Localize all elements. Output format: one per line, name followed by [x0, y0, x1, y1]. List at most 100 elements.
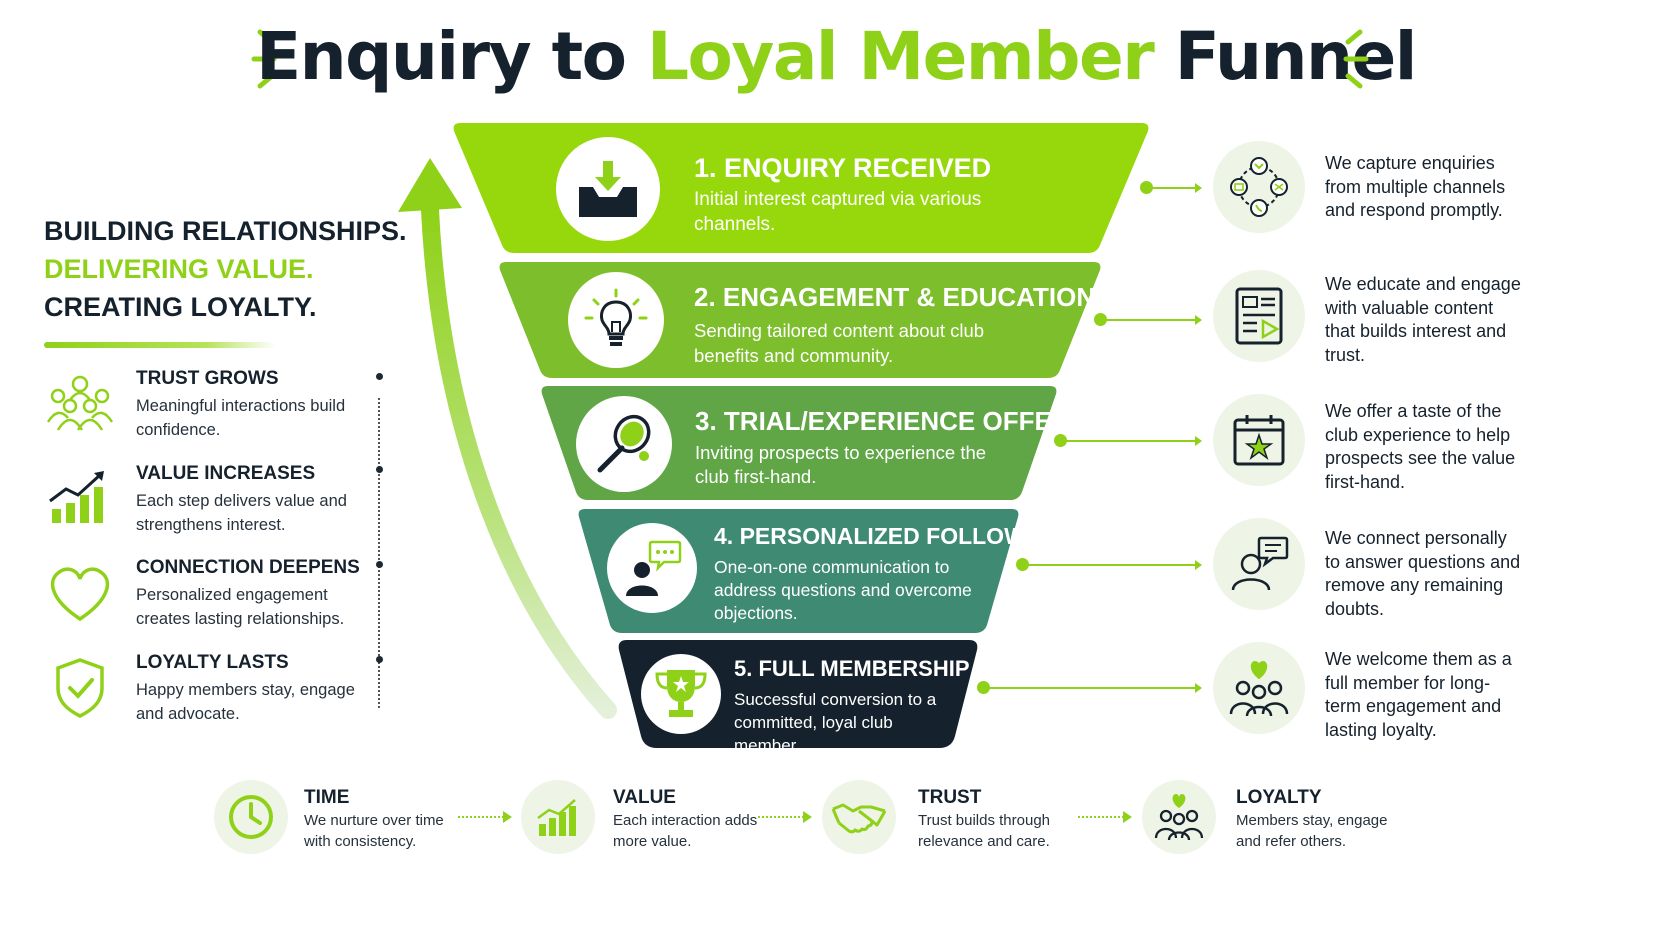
bottom-flow-arrow [1078, 811, 1132, 823]
stage-title: 2. ENGAGEMENT & EDUCATION [694, 282, 1096, 312]
tagline-line-2: DELIVERING VALUE. [44, 254, 314, 284]
connector-arrow-icon [1195, 183, 1202, 193]
title-part-1: Enquiry to [256, 18, 647, 95]
bottom-item-desc: Trust builds through relevance and care. [918, 812, 1051, 850]
connector-line [1022, 564, 1196, 566]
bottom-item-desc: We nurture over time with consistency. [304, 812, 444, 850]
connector-line [983, 687, 1196, 689]
stage-3-band [541, 386, 1057, 500]
connector-dot [376, 561, 383, 568]
funnel-stage-2: 2. ENGAGEMENT & EDUCATION Sending tailor… [498, 262, 1102, 378]
clock-icon [229, 795, 273, 839]
connector-arrow-icon [1195, 683, 1202, 693]
stage-desc: Successful conversion to a committed, lo… [734, 690, 937, 755]
right-note-text: We connect personally to answer question… [1325, 528, 1521, 619]
tagline-underline [44, 342, 276, 348]
right-icon-circle-1 [1213, 141, 1305, 233]
left-item-desc: Meaningful interactions build confidence… [136, 397, 346, 439]
lightbulb-icon [584, 288, 648, 346]
stage-5-icon-circle [641, 654, 721, 734]
bottom-item-title: LOYALTY [1236, 787, 1322, 808]
connector-arrow-icon [1195, 436, 1202, 446]
upward-progress-arrow-icon [398, 158, 617, 719]
right-icon-circle-4 [1213, 518, 1305, 610]
handshake-icon [831, 803, 887, 834]
left-item-loyalty: LOYALTY LASTS Happy members stay, engage… [44, 652, 384, 732]
content-document-icon [1235, 287, 1283, 345]
bottom-icon-circle-loyalty [1142, 780, 1216, 854]
connector-arrow-icon [1195, 560, 1202, 570]
heart-icon [50, 567, 110, 622]
stage-title: 1. ENQUIRY RECEIVED [694, 153, 992, 183]
funnel-stage-3: 3. TRIAL/EXPERIENCE OFFER Inviting prosp… [540, 386, 1071, 500]
title-highlight: Loyal Member [646, 18, 1155, 95]
left-connector-dotted-line [378, 398, 380, 708]
funnel-stage-5: 5. FULL MEMBERSHIP Successful conversion… [617, 640, 979, 755]
right-icon-circle-5 [1213, 642, 1305, 734]
bar-growth-icon [537, 799, 576, 836]
calendar-star-icon [1233, 415, 1285, 466]
connector-line [1060, 440, 1196, 442]
inbox-download-icon [579, 161, 637, 217]
bottom-icon-circle-trust [822, 780, 896, 854]
bottom-flow-arrow [458, 811, 512, 823]
left-item-title: LOYALTY LASTS [136, 652, 289, 673]
bottom-flow-arrow [758, 811, 812, 823]
stage-title: 4. PERSONALIZED FOLLOW-UP [714, 523, 1065, 549]
connector-arrow-icon [1195, 315, 1202, 325]
left-item-title: TRUST GROWS [136, 368, 279, 389]
stage-2-icon-circle [568, 272, 664, 368]
stage-desc: One-on-one communication to address ques… [714, 557, 972, 623]
bottom-icon-circle-value [521, 780, 595, 854]
title-part-3: Funnel [1153, 18, 1418, 95]
stage-1-icon-circle [556, 137, 660, 241]
stage-desc: Inviting prospects to experience the clu… [695, 442, 987, 487]
bottom-item-title: VALUE [613, 787, 676, 808]
trophy-icon [655, 670, 707, 717]
multichannel-icon [1230, 157, 1288, 217]
tagline: BUILDING RELATIONSHIPS. DELIVERING VALUE… [44, 212, 407, 326]
connector-dot [376, 656, 383, 663]
members-heart-icon [1229, 660, 1289, 717]
left-item-connection: CONNECTION DEEPENS Personalized engageme… [44, 557, 384, 637]
left-item-title: CONNECTION DEEPENS [136, 557, 360, 578]
title-spark-right-icon [1343, 29, 1369, 89]
bottom-item-title: TRUST [918, 787, 982, 808]
bottom-icon-circle-time [214, 780, 288, 854]
connector-line [1100, 319, 1196, 321]
person-speech-icon [1231, 536, 1289, 591]
bottom-item-title: TIME [304, 787, 350, 808]
connector-dot [376, 466, 383, 473]
right-note-text: We educate and engage with valuable cont… [1325, 274, 1521, 365]
community-heart-icon [1154, 794, 1204, 841]
stage-title: 5. FULL MEMBERSHIP [734, 656, 970, 681]
padel-racket-icon [597, 414, 651, 473]
stage-4-icon-circle [607, 523, 697, 613]
right-icon-circle-3 [1213, 394, 1305, 486]
stage-desc: Initial interest captured via various ch… [694, 189, 982, 235]
left-item-desc: Happy members stay, engage and advocate. [136, 681, 355, 723]
bottom-item-desc: Each interaction adds more value. [613, 812, 758, 850]
left-item-desc: Personalized engagement creates lasting … [136, 586, 345, 628]
page-title: Enquiry to Loyal Member Funnel [0, 18, 1672, 95]
bottom-item-desc: Members stay, engage and refer others. [1236, 812, 1388, 850]
right-note-text: We offer a taste of the club experience … [1325, 401, 1516, 492]
tagline-line-1: BUILDING RELATIONSHIPS. [44, 216, 407, 246]
stage-4-band [578, 509, 1019, 633]
left-item-value: VALUE INCREASES Each step delivers value… [44, 463, 384, 543]
right-note-text: We capture enquiries from multiple chann… [1325, 153, 1506, 220]
right-note-text: We welcome them as a full member for lon… [1325, 649, 1512, 740]
connector-line [1146, 187, 1196, 189]
connector-dot [376, 373, 383, 380]
stage-desc: Sending tailored content about club bene… [694, 320, 985, 366]
growth-chart-icon [49, 471, 104, 523]
left-item-desc: Each step delivers value and strengthens… [136, 492, 347, 534]
title-spark-left-icon [251, 29, 277, 89]
people-group-icon [46, 375, 114, 431]
person-chat-icon [626, 540, 682, 596]
left-item-title: VALUE INCREASES [136, 463, 316, 484]
funnel-stage-4: 4. PERSONALIZED FOLLOW-UP One-on-one com… [577, 509, 1065, 633]
stage-3-icon-circle [576, 396, 672, 492]
right-icon-circle-2 [1213, 270, 1305, 362]
stage-title: 3. TRIAL/EXPERIENCE OFFER [695, 406, 1071, 436]
